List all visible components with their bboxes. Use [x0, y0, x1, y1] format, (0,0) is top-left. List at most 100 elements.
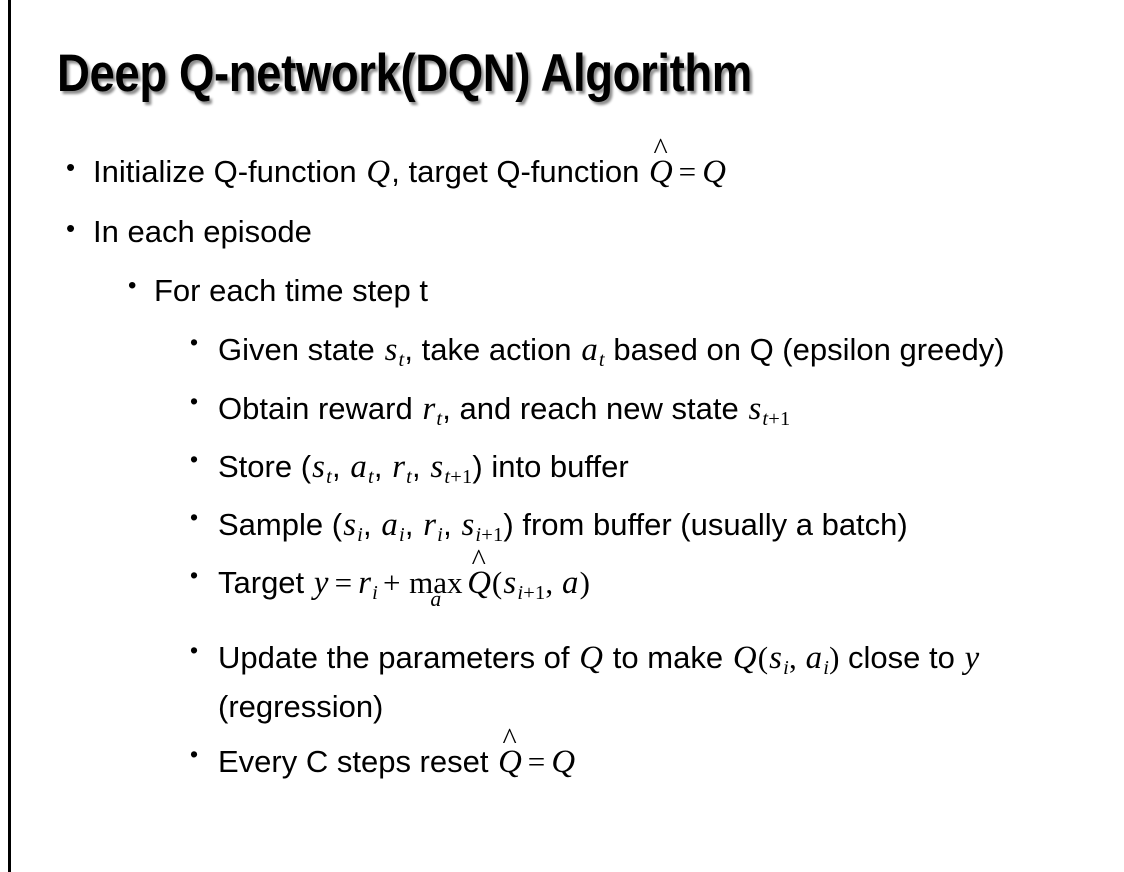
math-q: Q: [579, 640, 604, 677]
text-run: , take action: [404, 332, 581, 368]
text-run: ,: [363, 506, 381, 542]
math-s: s: [312, 448, 325, 485]
math-s: s: [343, 506, 356, 543]
math-max-subscript: a: [430, 586, 442, 611]
math-subscript: t: [436, 407, 443, 430]
math-y: y: [313, 565, 329, 602]
math-subscript: t: [598, 349, 605, 372]
math-q-hat: ^Q: [648, 132, 673, 190]
circumflex-icon: ^: [502, 722, 517, 757]
list-item-text: Every C steps reset ^Q=Q: [218, 722, 1096, 786]
text-run: based on Q (epsilon greedy): [604, 332, 1005, 368]
bullet-glyph: •: [66, 213, 76, 244]
math-q-hat: ^Q: [467, 543, 491, 602]
text-run: Update the parameters of: [218, 640, 579, 676]
math-s: s: [461, 506, 475, 543]
math-y: y: [964, 640, 980, 677]
math-equals: =: [527, 744, 546, 780]
text-run: (regression): [218, 688, 384, 724]
math-subscript: i+1: [517, 582, 546, 605]
circumflex-icon: ^: [471, 543, 486, 578]
math-a: a: [805, 640, 823, 677]
text-run: ,: [332, 448, 350, 484]
math-subscript: t: [367, 465, 374, 488]
list-item-text: In each episode: [93, 214, 312, 250]
math-subscript: t+1: [444, 465, 473, 488]
math-a: a: [581, 332, 598, 369]
text-run: ,: [373, 448, 392, 484]
math-s: s: [748, 390, 762, 427]
math-s: s: [384, 332, 398, 369]
math-subscript: i: [823, 657, 830, 680]
page-title: Deep Q-network(DQN) Algorithm: [57, 44, 752, 103]
bullet-glyph: •: [190, 637, 199, 664]
bullet-glyph: •: [190, 329, 199, 356]
text-run: Initialize Q-function: [93, 154, 366, 189]
list-item: • Given state st, take action at based o…: [190, 326, 1124, 375]
text-run: ) into buffer: [472, 448, 629, 484]
math-plus: +: [382, 565, 401, 601]
bullet-glyph: •: [190, 445, 199, 472]
bullet-glyph: •: [190, 503, 199, 530]
math-r: r: [358, 565, 371, 602]
math-q: Q: [551, 744, 576, 781]
text-run: ,: [404, 506, 423, 542]
list-item-text: Store (st, at, rt, st+1) into buffer: [218, 443, 1096, 492]
list-item: • For each time step t: [128, 268, 1124, 314]
text-run: , and reach new state: [442, 390, 748, 426]
math-r: r: [392, 448, 406, 485]
list-item: • Initialize Q-function Q, target Q-func…: [66, 132, 1124, 196]
math-subscript: i+1: [475, 524, 504, 547]
list-item-text: Obtain reward rt, and reach new state st…: [218, 385, 1096, 434]
text-run: , target Q-function: [391, 154, 648, 189]
list-item-text: Initialize Q-function Q, target Q-functi…: [93, 132, 1093, 196]
math-subscript: i: [398, 524, 405, 547]
math-s: s: [503, 565, 517, 602]
list-item: • Sample (si, ai, ri, si+1) from buffer …: [190, 501, 1124, 550]
left-edge-rule: [8, 0, 11, 872]
math-paren: (: [491, 565, 503, 601]
math-q: Q: [732, 640, 757, 677]
list-item-text: Sample (si, ai, ri, si+1) from buffer (u…: [218, 501, 1096, 550]
math-comma: ,: [788, 640, 805, 676]
text-run: Obtain reward: [218, 390, 422, 426]
math-r: r: [423, 506, 437, 543]
list-item: • Update the parameters of Q to make Q(s…: [190, 634, 1124, 729]
math-subscript: i: [357, 524, 364, 547]
text-run: ,: [412, 448, 430, 484]
math-subscript: i: [372, 582, 379, 605]
list-item-text: Given state st, take action at based on …: [218, 326, 1096, 375]
math-subscript: t: [406, 465, 413, 488]
math-a: a: [562, 565, 579, 602]
math-comma: ,: [545, 565, 561, 601]
math-q: Q: [702, 154, 726, 190]
list-item: • In each episode: [66, 209, 1124, 255]
bullet-glyph: •: [66, 152, 76, 182]
math-paren: ): [829, 640, 840, 676]
math-paren: (: [757, 640, 769, 676]
circumflex-icon: ^: [653, 132, 668, 167]
bullet-list: • Initialize Q-function Q, target Q-func…: [0, 132, 1124, 795]
math-subscript: t: [398, 349, 405, 372]
bullet-glyph: •: [190, 562, 199, 589]
math-r: r: [422, 390, 436, 427]
math-subscript: t+1: [762, 407, 791, 430]
bullet-glyph: •: [128, 271, 137, 299]
text-run: Store (: [218, 448, 312, 484]
text-run: Sample (: [218, 506, 343, 542]
math-subscript: i: [437, 524, 444, 547]
text-run: Target: [218, 565, 313, 601]
math-paren: ): [579, 565, 590, 601]
list-item: • Store (st, at, rt, st+1) into buffer: [190, 443, 1124, 492]
math-a: a: [381, 506, 398, 543]
math-s: s: [769, 640, 782, 677]
math-q: Q: [366, 154, 391, 190]
math-q-hat: ^Q: [498, 722, 522, 781]
math-equals: =: [678, 154, 697, 189]
bullet-glyph: •: [190, 387, 199, 414]
math-s: s: [430, 448, 444, 485]
